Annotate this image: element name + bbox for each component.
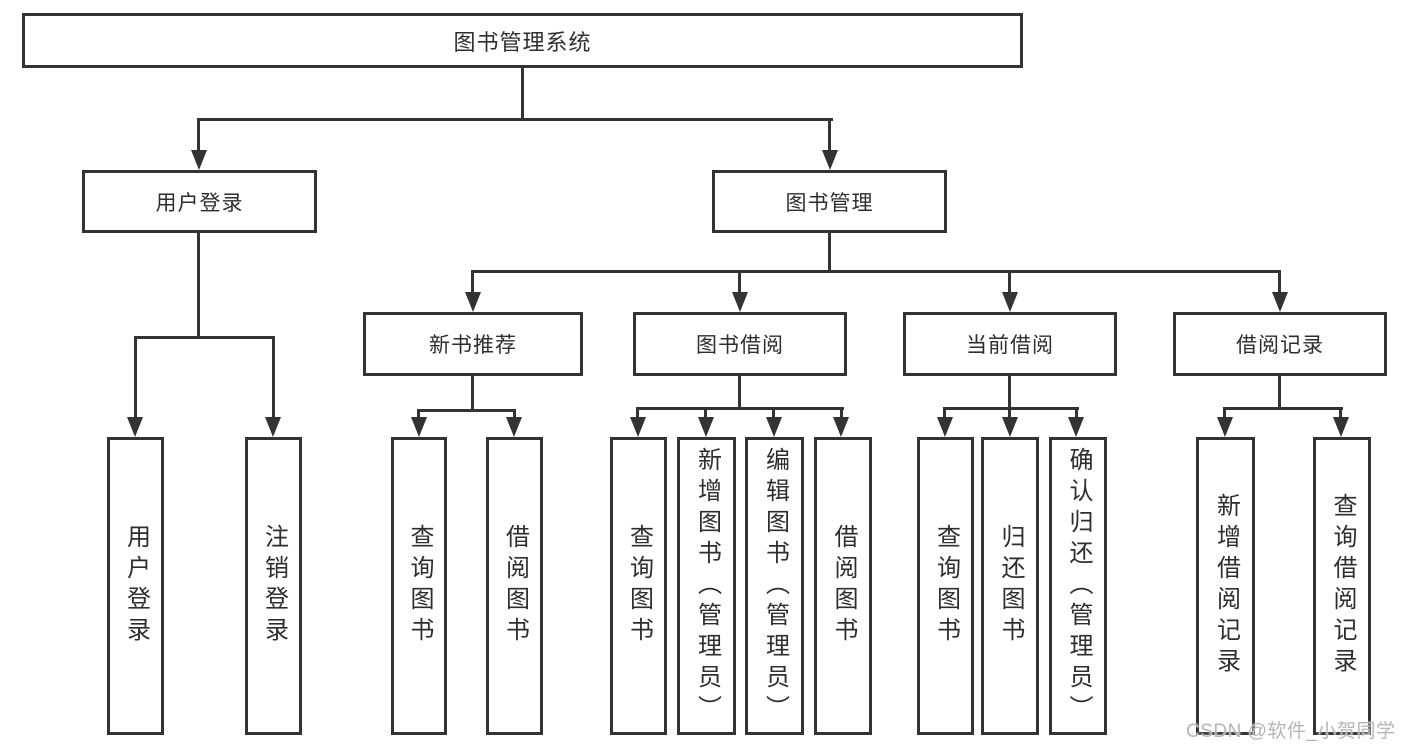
connector-line [636, 407, 639, 420]
leaf-label: 查询图书 [932, 524, 960, 648]
node-label: 图书管理系统 [453, 29, 592, 55]
leaf-logout: 注销登录 [245, 437, 302, 735]
leaf-edit-books-admin: 编辑图书（管理员） [745, 437, 804, 735]
leaf-label: 注销登录 [260, 524, 288, 648]
connector-line [1008, 407, 1011, 420]
connector-line [1008, 376, 1011, 410]
connector-line [828, 118, 831, 151]
arrow-down [1068, 417, 1084, 437]
arrow-down [506, 417, 522, 437]
connector-line [943, 407, 1079, 410]
connector-line [1278, 376, 1281, 410]
connector-line [134, 336, 275, 339]
leaf-label: 借阅图书 [501, 524, 529, 648]
connector-line [772, 407, 775, 420]
node-label: 图书管理 [785, 191, 874, 215]
node-borrowing-records: 借阅记录 [1173, 312, 1387, 376]
leaf-query-books: 查询图书 [391, 437, 447, 735]
node-book-borrowing: 图书借阅 [633, 312, 847, 376]
leaf-label: 归还图书 [997, 524, 1024, 648]
connector-line [1278, 270, 1281, 294]
arrow-down [937, 417, 953, 437]
arrow-down [411, 417, 427, 437]
leaf-user-login: 用户登录 [107, 437, 164, 735]
arrow-down [1217, 417, 1233, 437]
connector-line [471, 270, 474, 294]
connector-line [738, 376, 741, 410]
leaf-borrow-books: 借阅图书 [486, 437, 543, 735]
connector-line [521, 68, 524, 120]
node-label: 新书推荐 [429, 334, 517, 357]
node-user-login: 用户登录 [82, 170, 317, 233]
arrow-down [833, 417, 849, 437]
node-label: 图书借阅 [696, 334, 784, 357]
leaf-label: 新增图书（管理员） [693, 446, 721, 726]
leaf-label: 编辑图书（管理员） [761, 446, 789, 726]
arrow-down [1333, 417, 1349, 437]
arrow-down [732, 292, 748, 312]
arrow-down [191, 150, 207, 170]
node-label: 用户登录 [155, 191, 244, 215]
csdn-watermark: CSDN @软件_小贺同学 [1186, 721, 1396, 742]
connector-line [1008, 270, 1011, 294]
leaf-confirm-return-admin: 确认归还（管理员） [1049, 437, 1107, 735]
connector-line [471, 376, 474, 412]
node-new-book-recommend: 新书推荐 [363, 312, 583, 376]
arrow-down [127, 417, 143, 437]
leaf-label: 新增借阅记录 [1212, 493, 1240, 679]
connector-line [828, 233, 831, 272]
leaf-add-books-admin: 新增图书（管理员） [677, 437, 736, 735]
leaf-return-books: 归还图书 [981, 437, 1039, 735]
connector-line [1223, 407, 1343, 410]
leaf-label: 查询图书 [406, 524, 433, 648]
node-label: 当前借阅 [966, 334, 1054, 357]
connector-line [134, 336, 137, 419]
arrow-down [630, 417, 646, 437]
leaf-label: 确认归还（管理员） [1065, 446, 1092, 726]
connector-line [704, 407, 707, 420]
connector-line [513, 409, 516, 420]
connector-line [1339, 407, 1342, 420]
connector-line [417, 409, 420, 420]
leaf-query-books: 查询图书 [610, 437, 667, 735]
connector-line [197, 118, 833, 121]
arrow-down [698, 417, 714, 437]
connector-line [1223, 407, 1226, 420]
connector-line [417, 409, 516, 412]
leaf-label: 借阅图书 [830, 524, 857, 648]
arrow-down [822, 150, 838, 170]
connector-line [943, 407, 946, 420]
node-book-management: 图书管理 [712, 170, 947, 233]
node-label: 借阅记录 [1236, 334, 1324, 357]
connector-line [197, 118, 200, 151]
arrow-down [1002, 417, 1018, 437]
connector-line [197, 233, 200, 338]
arrow-down [1272, 292, 1288, 312]
leaf-add-borrow-record: 新增借阅记录 [1196, 437, 1255, 735]
connector-line [272, 336, 275, 419]
leaf-borrow-books: 借阅图书 [814, 437, 872, 735]
arrow-down [465, 292, 481, 312]
connector-line [840, 407, 843, 420]
leaf-label: 用户登录 [122, 524, 150, 648]
connector-line [738, 270, 741, 294]
connector-line [471, 270, 1281, 273]
arrow-down [766, 417, 782, 437]
node-library-management-system: 图书管理系统 [22, 13, 1023, 68]
node-current-borrowing: 当前借阅 [903, 312, 1117, 376]
arrow-down [265, 417, 281, 437]
connector-line [1075, 407, 1078, 420]
leaf-query-books: 查询图书 [917, 437, 974, 735]
leaf-label: 查询图书 [625, 524, 653, 648]
arrow-down [1002, 292, 1018, 312]
leaf-query-borrow-record: 查询借阅记录 [1313, 437, 1371, 735]
leaf-label: 查询借阅记录 [1329, 493, 1356, 679]
connector-line [636, 407, 844, 410]
